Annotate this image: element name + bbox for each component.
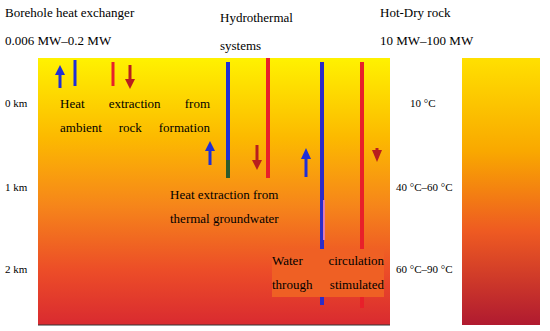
temperature-bar: [462, 58, 540, 325]
zone-note: Heat extraction from ambient rock format…: [60, 92, 210, 140]
ground-base-line: [38, 325, 390, 326]
zone-note: Water circulation through stimulated: [272, 249, 384, 297]
cold-well: [226, 62, 230, 160]
hot-well: [266, 58, 270, 178]
flow-arrow-down: [129, 65, 132, 80]
arrow-head: [125, 79, 135, 89]
depth-label: 2 km: [5, 262, 27, 276]
header-text: Borehole heat exchanger: [5, 4, 134, 22]
arrow-head: [205, 141, 215, 151]
rock-ground: [38, 58, 390, 325]
arrow-head: [252, 160, 262, 170]
header-text: Hot-Dry rock: [380, 4, 450, 22]
stimulated-zone: [323, 200, 325, 240]
arrow-head: [372, 150, 382, 162]
arrow-head: [55, 65, 65, 75]
temperature-label: 10 °C: [410, 96, 436, 110]
cold-pipe: [74, 60, 77, 86]
header-text: Hydrothermal systems: [220, 4, 310, 60]
depth-label: 1 km: [5, 180, 27, 194]
header-text: 10 MW–100 MW: [380, 32, 473, 50]
temperature-label: 60 °C–90 °C: [396, 262, 452, 276]
flow-arrow-up: [305, 158, 308, 177]
flow-arrow-down: [256, 145, 259, 161]
depth-label: 0 km: [5, 96, 27, 110]
arrow-head: [301, 148, 311, 159]
flow-arrow-up: [59, 74, 62, 88]
well-screen: [226, 160, 230, 178]
header-text: 0.006 MW–0.2 MW: [5, 32, 111, 50]
temperature-label: 40 °C–60 °C: [396, 180, 452, 194]
zone-note: Heat extraction from thermal groundwater: [170, 183, 300, 231]
hot-pipe: [112, 62, 115, 86]
flow-arrow-up: [209, 150, 212, 165]
